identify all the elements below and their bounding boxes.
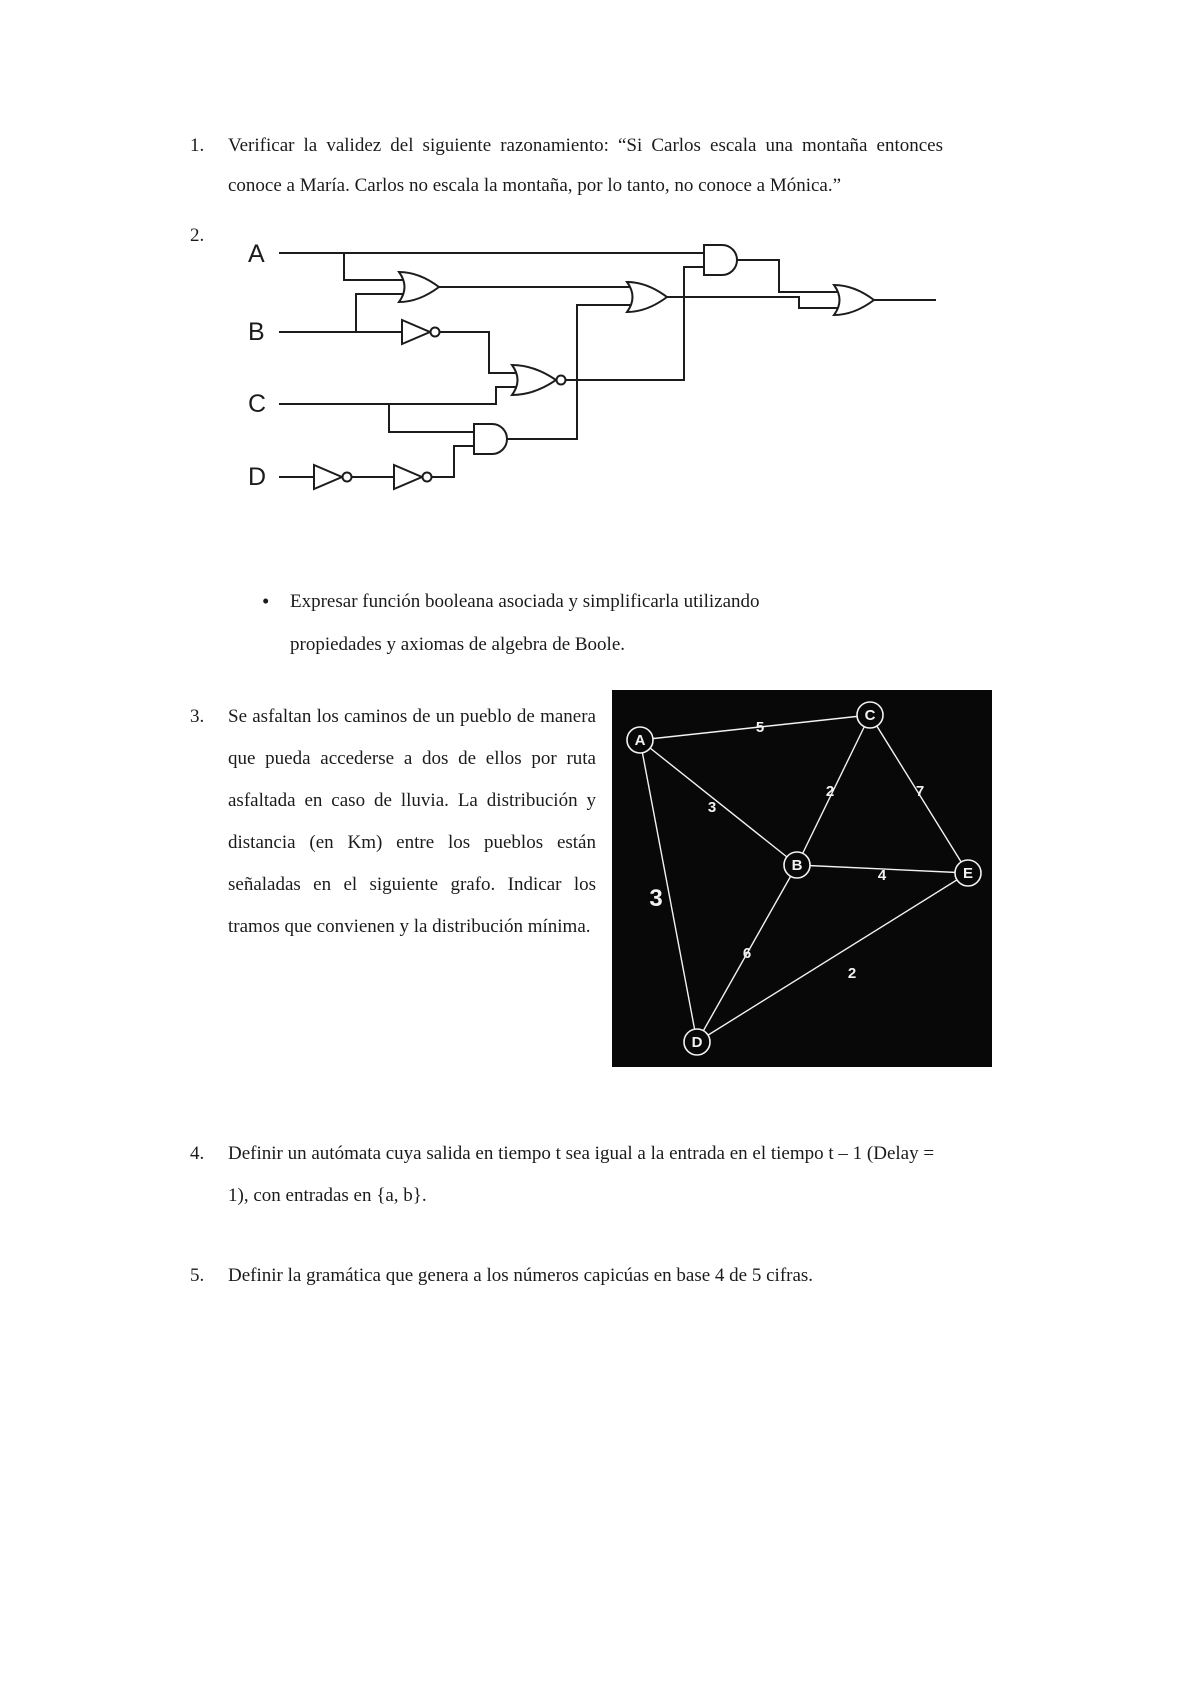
input-label-c: C bbox=[248, 390, 266, 418]
bullet-text: Expresar función booleana asociada y sim… bbox=[290, 591, 760, 655]
item-number: 3. bbox=[190, 706, 205, 727]
circuit-gates bbox=[313, 244, 876, 491]
item-text: Definir un autómata cuya salida en tiemp… bbox=[228, 1143, 935, 1206]
weighted-graph-image: A C B E D 5 3 3 2 7 4 6 bbox=[612, 690, 992, 1067]
edge-a-d bbox=[639, 739, 698, 1043]
edge-b-e bbox=[796, 864, 969, 874]
bullet-item: • Expresar función booleana asociada y s… bbox=[262, 580, 1130, 666]
edge-weight-d-e: 2 bbox=[848, 965, 856, 982]
graph-edge-weights: 5 3 3 2 7 4 6 2 bbox=[649, 719, 924, 982]
exercise-item-5: 5. Definir la gramática que genera a los… bbox=[190, 1255, 1130, 1297]
or-gate-2 bbox=[625, 280, 669, 314]
and-gate-2 bbox=[703, 244, 738, 276]
item-number: 2. bbox=[190, 225, 205, 246]
exercise-item-2: 2. bbox=[190, 216, 1130, 502]
edge-weight-b-d: 6 bbox=[743, 945, 751, 962]
item-text: Se asfaltan los caminos de un pueblo de … bbox=[228, 706, 596, 937]
edge-weight-a-d: 3 bbox=[649, 885, 662, 912]
edge-weight-a-b: 3 bbox=[708, 799, 716, 816]
and-gate bbox=[473, 423, 508, 455]
exercise-item-4: 4. Definir un autómata cuya salida en ti… bbox=[190, 1133, 1130, 1217]
item-number: 4. bbox=[190, 1143, 205, 1164]
node-label-b: B bbox=[792, 857, 803, 874]
edge-c-e bbox=[869, 714, 969, 874]
bullet-marker: • bbox=[262, 589, 270, 613]
not-gate bbox=[401, 318, 433, 346]
input-label-a: A bbox=[248, 242, 265, 268]
not-gate-3-bubble bbox=[421, 471, 433, 483]
not-gate-2 bbox=[313, 463, 345, 491]
input-label-b: B bbox=[248, 318, 265, 346]
node-label-c: C bbox=[865, 707, 876, 724]
edge-c-b bbox=[796, 714, 871, 866]
item-number: 1. bbox=[190, 135, 205, 156]
circuit-input-labels: A B C D bbox=[248, 242, 266, 491]
edge-a-b bbox=[639, 739, 798, 866]
node-a bbox=[626, 726, 654, 754]
not-gate-2-bubble bbox=[341, 471, 353, 483]
node-e bbox=[954, 859, 982, 887]
edge-weight-c-e: 7 bbox=[916, 783, 924, 800]
not-gate-bubble bbox=[429, 326, 441, 338]
document-page: 1. Verificar la validez del siguiente ra… bbox=[190, 126, 1130, 1297]
logic-circuit-diagram: A B C D bbox=[248, 242, 936, 491]
node-b bbox=[783, 851, 811, 879]
input-label-d: D bbox=[248, 463, 266, 491]
nor-gate bbox=[510, 363, 558, 397]
edge-d-e bbox=[696, 872, 969, 1043]
node-c bbox=[856, 701, 884, 729]
exercise-item-1: 1. Verificar la validez del siguiente ra… bbox=[190, 126, 1130, 206]
graph-nodes: A C B E D bbox=[626, 701, 982, 1056]
edge-b-d bbox=[696, 864, 798, 1043]
edge-weight-b-e: 4 bbox=[878, 867, 887, 884]
or-gate-3 bbox=[832, 283, 876, 317]
circuit-wires bbox=[279, 252, 936, 478]
edge-weight-a-c: 5 bbox=[756, 719, 764, 736]
graph-figure: A C B E D 5 3 3 2 7 4 6 bbox=[612, 690, 992, 1067]
item-text: Verificar la validez del siguiente razon… bbox=[228, 135, 943, 196]
edge-a-c bbox=[639, 714, 871, 741]
node-d bbox=[683, 1028, 711, 1056]
not-gate-3 bbox=[393, 463, 425, 491]
item-text: Definir la gramática que genera a los nú… bbox=[228, 1265, 814, 1286]
graph-background bbox=[612, 690, 992, 1067]
item-number: 5. bbox=[190, 1265, 205, 1286]
node-label-e: E bbox=[963, 865, 973, 882]
node-label-d: D bbox=[692, 1034, 703, 1051]
nor-gate-bubble bbox=[555, 374, 567, 386]
edge-weight-c-b: 2 bbox=[826, 783, 834, 800]
node-label-a: A bbox=[635, 732, 646, 749]
or-gate bbox=[397, 270, 441, 304]
exercise-item-3: 3. Se asfaltan los caminos de un pueblo … bbox=[190, 690, 1130, 1067]
graph-edges bbox=[639, 714, 969, 1043]
